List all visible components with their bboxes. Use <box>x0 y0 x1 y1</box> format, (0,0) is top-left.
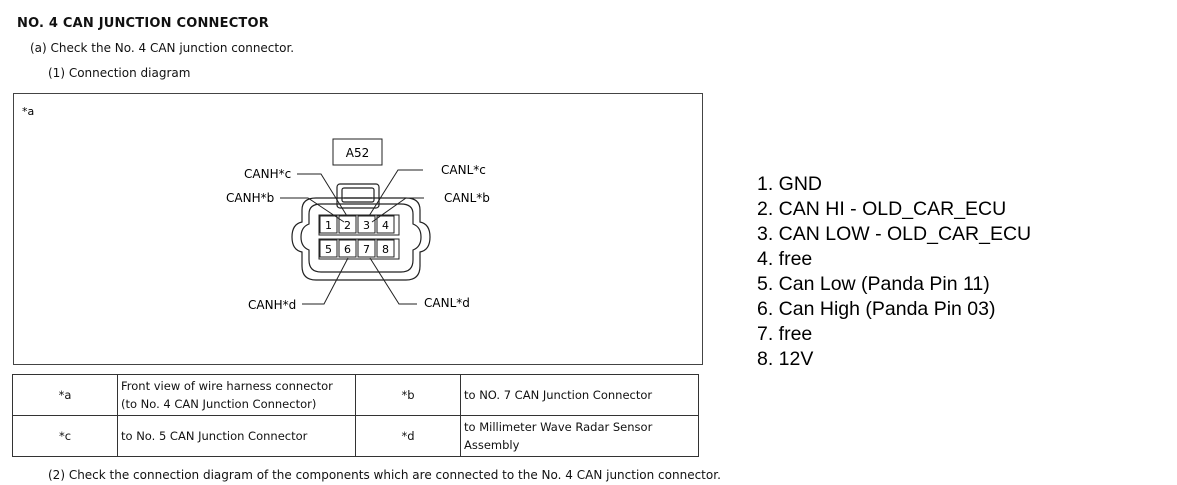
pin-number: 4 <box>382 219 389 232</box>
legend-value: Front view of wire harness connector(to … <box>117 374 356 416</box>
pin-cell-4 <box>376 215 395 234</box>
instruction-step-a: (a) Check the No. 4 CAN junction connect… <box>30 41 295 55</box>
pin-number: 6 <box>344 243 351 256</box>
legend-value: to NO. 7 CAN Junction Connector <box>460 374 699 416</box>
pin-number: 5 <box>325 243 332 256</box>
legend-key: *b <box>355 374 461 416</box>
pin-cell-1 <box>319 215 338 234</box>
legend-key: *c <box>12 415 118 457</box>
connector-housing <box>291 183 431 281</box>
connector-drawing: *a A52 1 2 <box>22 105 490 312</box>
canl-c-label: CANL*c <box>441 163 486 177</box>
legend-key: *a <box>12 374 118 416</box>
pin-cell-2 <box>338 215 357 234</box>
canh-d-label: CANH*d <box>248 298 296 312</box>
pin-number: 1 <box>325 219 332 232</box>
pin-cell-8 <box>376 239 395 258</box>
leader-lines <box>280 169 424 305</box>
pin-cell-3 <box>357 215 376 234</box>
pin-number: 7 <box>363 243 370 256</box>
pin-cells <box>319 215 395 258</box>
connection-diagram: *a A52 1 2 <box>13 93 703 365</box>
instruction-step-2: (2) Check the connection diagram of the … <box>48 468 721 482</box>
canh-b-label: CANH*b <box>226 191 274 205</box>
legend-value: to No. 5 CAN Junction Connector <box>117 415 356 457</box>
legend-row: *c to No. 5 CAN Junction Connector *d to… <box>12 415 699 457</box>
connector-id-box <box>332 138 383 166</box>
pinout-item: 1. GND <box>757 173 823 195</box>
legend-key: *d <box>355 415 461 457</box>
pinout-item: 2. CAN HI - OLD_CAR_ECU <box>757 198 1007 220</box>
pinout-item: 8. 12V <box>757 348 814 370</box>
pinout-item: 4. free <box>757 248 813 270</box>
pin-cell-5 <box>319 239 338 258</box>
pin-numbers: 1 2 3 4 5 6 7 8 <box>325 219 389 256</box>
pin-number: 8 <box>382 243 389 256</box>
wire-labels: CANH*c CANH*b CANH*d CANL*c CANL*b CANL*… <box>226 163 490 312</box>
legend-row: *a Front view of wire harness connector(… <box>12 374 699 416</box>
canh-c-label: CANH*c <box>244 167 291 181</box>
section-heading: NO. 4 CAN JUNCTION CONNECTOR <box>17 16 269 31</box>
pin-number: 3 <box>363 219 370 232</box>
pinout-list: 1. GND 2. CAN HI - OLD_CAR_ECU 3. CAN LO… <box>757 172 1031 372</box>
diagram-corner-tag: *a <box>22 105 34 118</box>
canl-d-label: CANL*d <box>424 296 470 310</box>
pinout-item: 7. free <box>757 323 813 345</box>
pin-cell-7 <box>357 239 376 258</box>
pin-cell-6 <box>338 239 357 258</box>
pinout-item: 5. Can Low (Panda Pin 11) <box>757 273 990 295</box>
pinout-item: 3. CAN LOW - OLD_CAR_ECU <box>757 223 1032 245</box>
legend-table: *a Front view of wire harness connector(… <box>12 374 699 457</box>
canl-b-label: CANL*b <box>444 191 490 205</box>
pinout-item: 6. Can High (Panda Pin 03) <box>757 298 996 320</box>
instruction-step-1: (1) Connection diagram <box>48 66 191 80</box>
connector-id-label: A52 <box>346 146 369 160</box>
pin-number: 2 <box>344 219 351 232</box>
